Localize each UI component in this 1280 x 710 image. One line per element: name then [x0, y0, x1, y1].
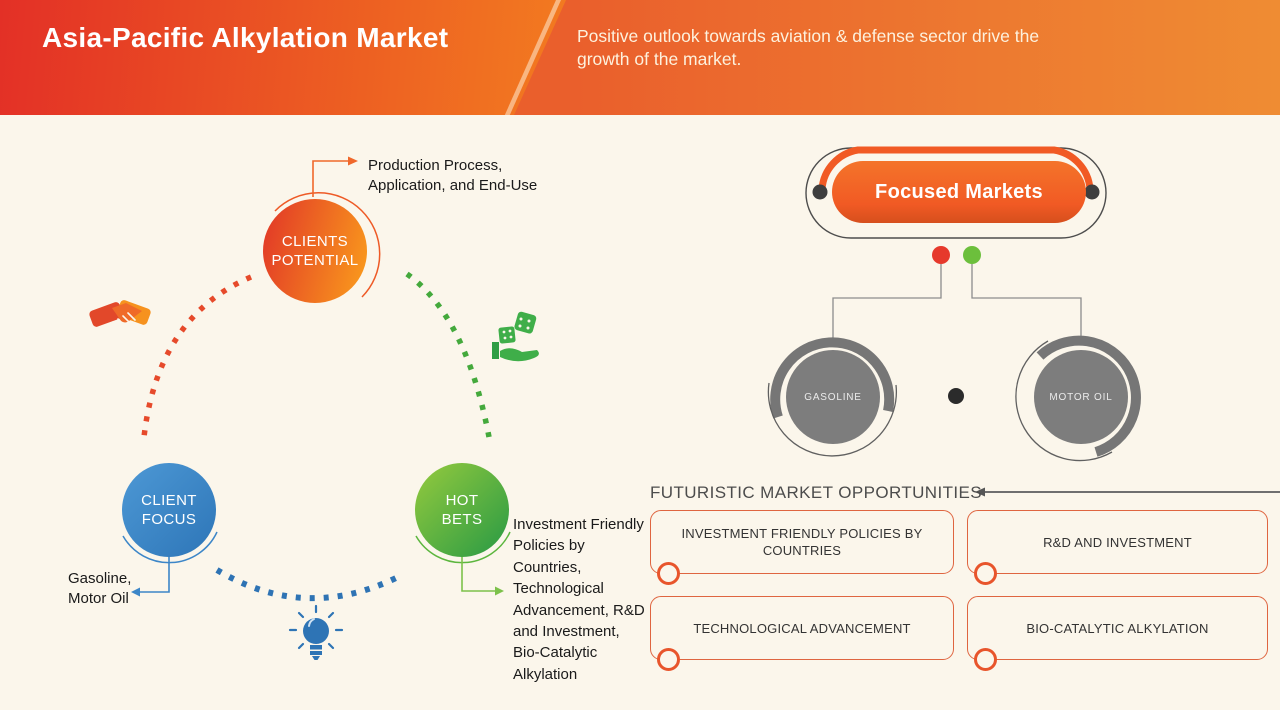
node-gasoline: GASOLINE	[786, 350, 880, 444]
client-focus-arrowhead	[131, 587, 140, 597]
box-donut-icon	[974, 562, 997, 585]
clients-potential-connector-line	[312, 160, 348, 197]
lightbulb-icon	[288, 604, 344, 660]
clients-potential-arrowhead	[348, 156, 358, 166]
opportunity-box-label: INVESTMENT FRIENDLY POLICIES BY COUNTRIE…	[681, 526, 923, 558]
box-donut-icon	[974, 648, 997, 671]
opportunity-box-bio-catalytic: BIO-CATALYTIC ALKYLATION	[967, 596, 1268, 671]
bubble-hot-bets: HOT BETS	[415, 463, 509, 557]
page-subtitle: Positive outlook towards aviation & defe…	[577, 26, 1040, 69]
hot-bets-arrowhead	[495, 586, 504, 596]
focused-markets-pill: Focused Markets	[832, 161, 1086, 223]
node-motor-oil: MOTOR OIL	[1034, 350, 1128, 444]
hot-bets-annotation: Investment Friendly Policies by Countrie…	[513, 516, 645, 683]
connector-to-gasoline	[832, 264, 942, 341]
client-focus-connector-line	[140, 556, 170, 593]
page-title: Asia-Pacific Alkylation Market	[42, 22, 449, 53]
stadium-right-dot	[1084, 184, 1100, 200]
opportunity-box-label: R&D AND INVESTMENT	[1043, 534, 1192, 550]
opportunity-box-rd-investment: R&D AND INVESTMENT	[967, 510, 1268, 585]
opportunities-heading: FUTURISTIC MARKET OPPORTUNITIES	[650, 483, 982, 502]
hot-bets-connector-line	[461, 556, 495, 592]
dotted-arc-blue	[215, 567, 398, 602]
connector-to-motor-oil	[971, 264, 1082, 341]
opportunity-box-label: TECHNOLOGICAL ADVANCEMENT	[693, 620, 911, 636]
opportunity-box-technological-advancement: TECHNOLOGICAL ADVANCEMENT	[650, 596, 954, 671]
hand-dice-icon	[492, 311, 539, 362]
stadium-left-dot	[812, 184, 828, 200]
opportunity-box-investment-policies: INVESTMENT FRIENDLY POLICIES BY COUNTRIE…	[650, 510, 954, 585]
dotted-arc-green	[405, 271, 492, 438]
legend-dot-red	[932, 246, 950, 264]
handshake-icon	[89, 300, 151, 329]
client-focus-annotation: Gasoline, Motor Oil	[68, 570, 132, 607]
box-donut-icon	[657, 562, 680, 585]
clients-potential-annotation: Production Process, Application, and End…	[368, 157, 538, 194]
legend-dot-green	[963, 246, 981, 264]
opportunity-box-label: BIO-CATALYTIC ALKYLATION	[1026, 620, 1209, 636]
bubble-client-focus: CLIENT FOCUS	[122, 463, 216, 557]
dotted-arc-red	[141, 274, 253, 438]
bubble-clients-potential: CLIENTS POTENTIAL	[263, 199, 367, 303]
header-band: Asia-Pacific Alkylation Market Positive …	[0, 0, 1280, 115]
center-dot	[948, 388, 964, 404]
box-donut-icon	[657, 648, 680, 671]
header-right-panel	[514, 0, 1280, 115]
